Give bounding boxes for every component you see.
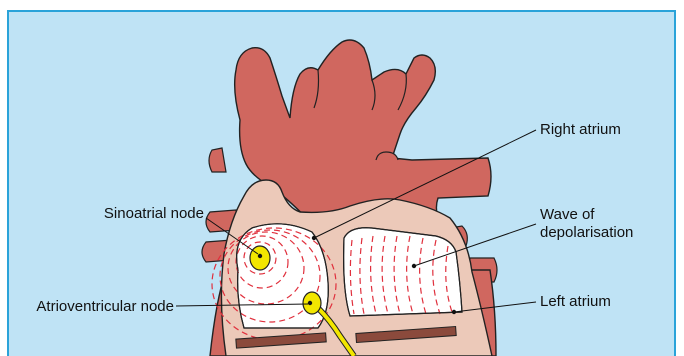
label-left-atrium: Left atrium [540,293,611,310]
label-sinoatrial-node: Sinoatrial node [104,205,204,222]
label-atrioventricular-node: Atrioventricular node [36,298,174,315]
label-right-atrium: Right atrium [540,121,621,138]
label-wave-line1: Wave of [540,206,595,223]
label-wave-line2: depolarisation [540,224,633,241]
